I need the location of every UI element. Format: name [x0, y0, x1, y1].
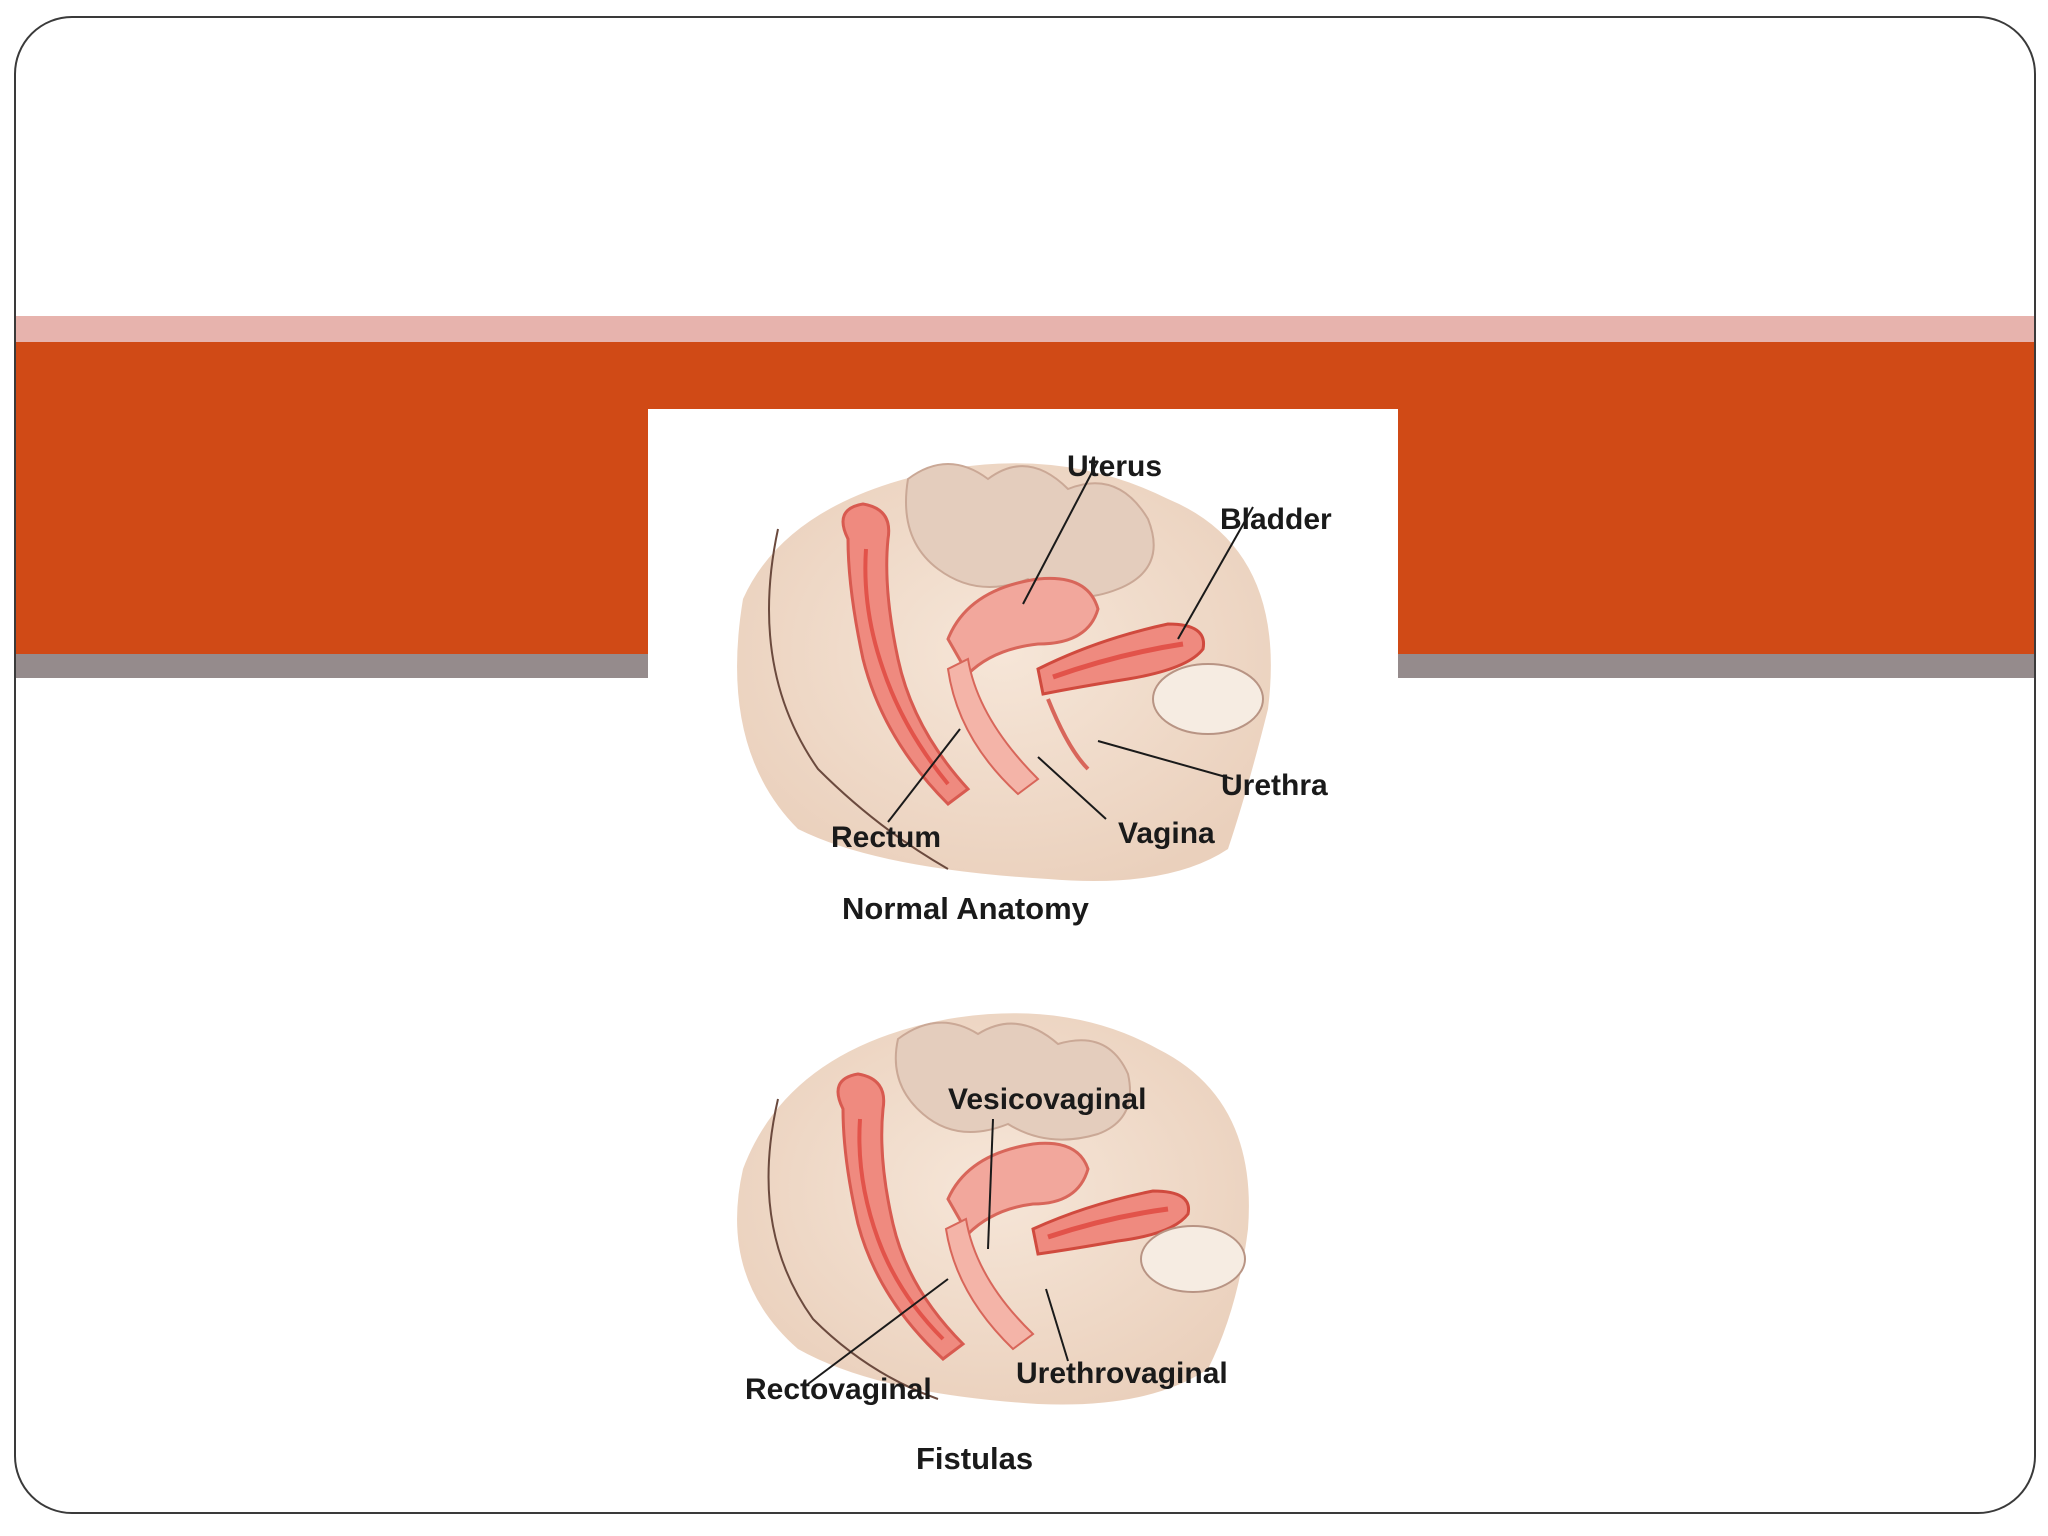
caption-fistulas: Fistulas: [916, 1441, 1034, 1476]
label-rectum: Rectum: [831, 821, 942, 854]
fistulas-drawing: [737, 1013, 1249, 1405]
rectum-shape-2: [836, 1072, 966, 1361]
pubic-bone-2: [1140, 1225, 1246, 1293]
vagina-shape: [946, 657, 1040, 796]
label-vesicovaginal: Vesicovaginal: [948, 1083, 1147, 1116]
label-urethra: Urethra: [1221, 769, 1328, 802]
label-uterus: Uterus: [1067, 450, 1163, 483]
label-rectovaginal: Rectovaginal: [745, 1373, 932, 1406]
sacrum-line-2: [767, 1098, 939, 1400]
label-bladder: Bladder: [1220, 503, 1332, 536]
title-band-accent: [16, 316, 2034, 342]
normal-anatomy-drawing: [737, 460, 1271, 881]
uterus-shape-2: [946, 1141, 1090, 1237]
sacrum-line: [768, 528, 949, 870]
bladder-lumen-2: [1047, 1206, 1169, 1240]
bladder-shape-2: [1031, 1189, 1191, 1256]
slide: Uterus Bladder Urethra Vagina Rectum Nor…: [14, 16, 2036, 1514]
anatomy-illustration: [737, 460, 1271, 1405]
bowel-loops-2: [894, 1021, 1131, 1141]
rectum-shape: [841, 502, 971, 806]
bowel-loops: [905, 463, 1155, 598]
uterus-shape: [946, 576, 1100, 677]
label-vagina: Vagina: [1118, 817, 1215, 850]
caption-normal-anatomy: Normal Anatomy: [842, 891, 1089, 926]
bladder-lumen: [1052, 641, 1184, 680]
vagina-shape-2: [944, 1217, 1035, 1351]
rectum-lumen: [863, 548, 950, 786]
label-urethrovaginal: Urethrovaginal: [1016, 1357, 1228, 1390]
pelvic-anatomy-figure: Uterus Bladder Urethra Vagina Rectum Nor…: [648, 409, 1398, 1509]
rectum-lumen-2: [857, 1118, 945, 1341]
pubic-bone: [1152, 663, 1264, 735]
urethra-shape: [1046, 698, 1090, 771]
